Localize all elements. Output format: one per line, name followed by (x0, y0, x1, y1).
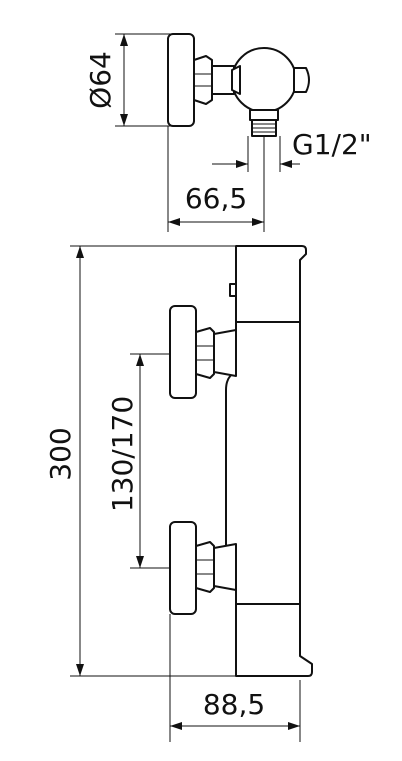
diameter-dimension: Ø64 (84, 33, 172, 127)
lower-hex-nut (195, 541, 215, 593)
upper-escutcheon (169, 305, 197, 399)
thread-label: G1/2" (292, 128, 372, 161)
thread-dimension: G1/2" (212, 128, 372, 172)
upper-hex-nut (195, 327, 215, 379)
top-connector (211, 65, 235, 95)
front-body (235, 245, 307, 323)
height-label: 300 (44, 427, 77, 480)
height-dimension: 300 (44, 245, 236, 677)
front-body-middle (225, 321, 301, 605)
width-label: 88,5 (203, 688, 265, 721)
front-body-lower (235, 603, 313, 677)
spacing-dimension: 130/170 (106, 353, 174, 569)
top-hex-nut (193, 55, 213, 105)
upper-connector (213, 329, 237, 377)
top-body-circle (231, 47, 297, 113)
top-outlet (249, 109, 279, 121)
lower-escutcheon (169, 521, 197, 615)
spacing-label: 130/170 (106, 396, 139, 512)
top-escutcheon (167, 33, 195, 127)
front-view: 300 130/170 (44, 245, 313, 742)
diameter-label: Ø64 (84, 51, 117, 109)
top-knob (293, 67, 310, 93)
top-lever (231, 65, 241, 95)
depth-label: 66,5 (185, 182, 247, 215)
width-dimension: 88,5 (169, 614, 301, 742)
lower-connector (213, 543, 237, 591)
depth-dimension: 66,5 (167, 126, 265, 232)
front-body-notch (229, 283, 237, 297)
top-view: Ø64 G1/2" (84, 33, 372, 232)
